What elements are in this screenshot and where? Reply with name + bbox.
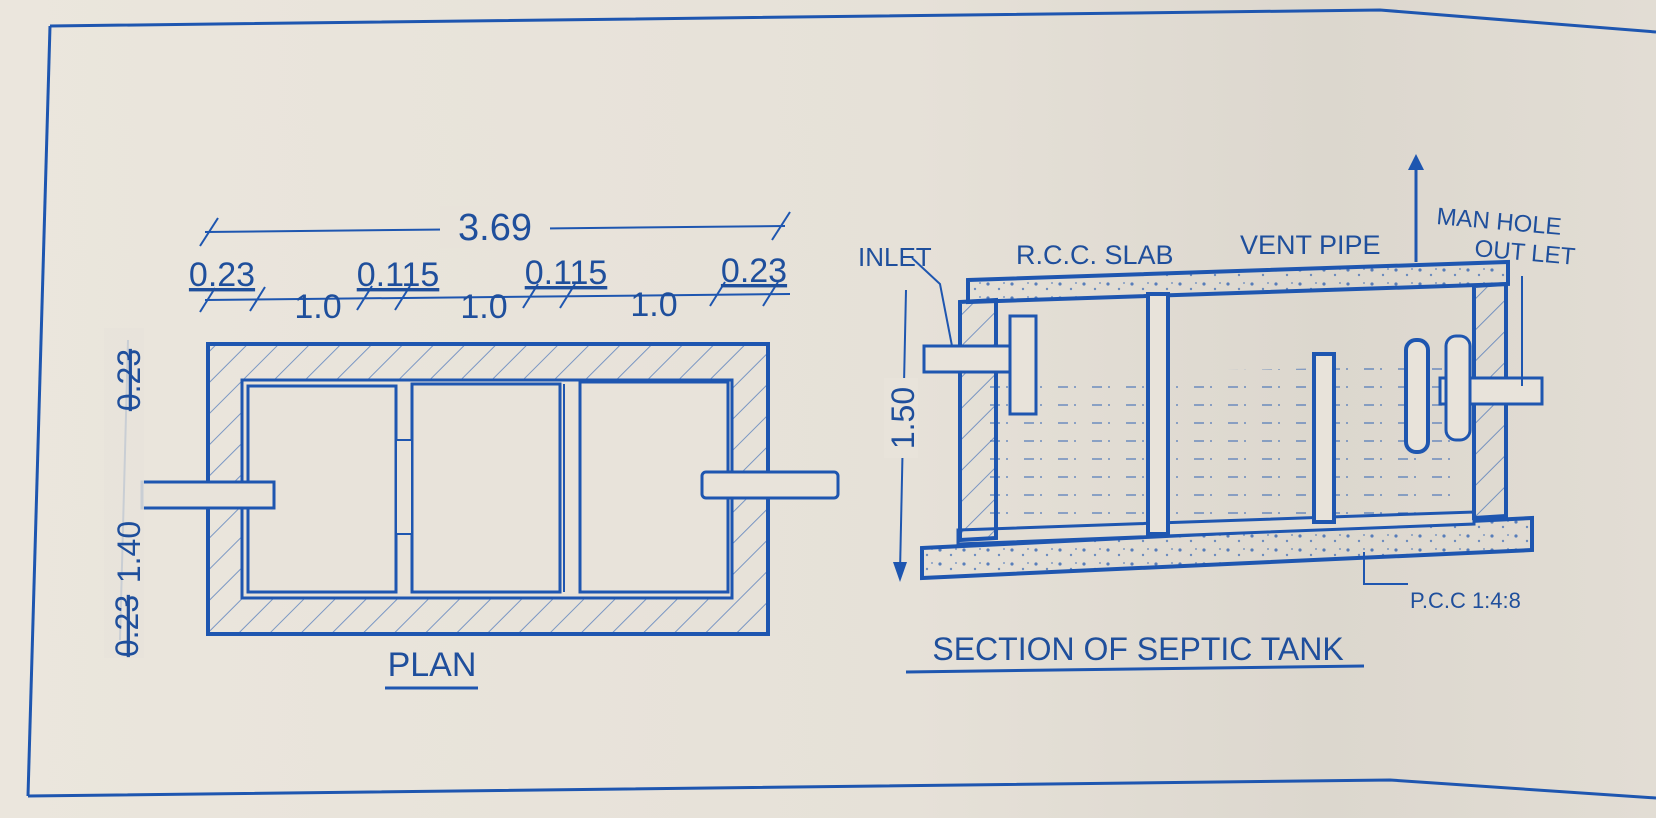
section-view: 1.50 INLET R.C.C. SLAB VENT PIPE MAN HOL… <box>858 154 1577 674</box>
plan-dim-wall-left: 0.23 <box>189 256 255 294</box>
drawing-border-left <box>26 25 52 797</box>
plan-inlet-pipe <box>140 480 276 510</box>
dim-text-bg <box>440 206 550 248</box>
plan-total-dim: 3.69 <box>458 207 532 249</box>
dim-tick <box>199 217 219 247</box>
section-title-underline <box>905 664 1365 674</box>
section-outlet-pipe <box>1438 334 1544 442</box>
plan-title: PLAN <box>388 646 477 684</box>
plan-view: 3.69 0.23 1.0 0.115 1.0 0.115 1.0 0.23 <box>104 206 840 690</box>
dim-tick <box>771 211 791 241</box>
drawing-border-bottom <box>27 778 1656 800</box>
label-man-hole: MAN HOLE <box>1435 203 1562 241</box>
section-baffle-2 <box>1312 352 1336 524</box>
plan-dim-partition-2: 0.115 <box>525 254 608 292</box>
plan-outlet-pipe <box>700 470 840 500</box>
plan-width-dim-wall-top: 0.23 <box>111 349 147 411</box>
plan-chamber-2 <box>410 382 562 594</box>
section-baffle-1 <box>1146 292 1170 536</box>
inlet-leader <box>911 257 953 347</box>
section-water <box>990 366 1462 528</box>
plan-dim-partition-1: 0.115 <box>357 256 440 294</box>
dim-text-bg <box>104 328 144 658</box>
section-height-dim: 1.50 <box>885 387 921 449</box>
segment-ticks <box>199 281 779 313</box>
plan-dim-chamber-2: 1.0 <box>460 288 507 326</box>
section-vent-pipe <box>1404 338 1430 454</box>
section-inlet-pipe <box>922 314 1038 416</box>
plan-dim-chamber-3: 1.0 <box>630 286 677 324</box>
section-manhole-arrow <box>1408 154 1424 170</box>
label-inlet: INLET <box>858 242 932 272</box>
plan-segment-dim-line <box>204 293 791 301</box>
plan-dim-wall-right: 0.23 <box>721 252 787 290</box>
pcc-leader <box>1363 552 1408 585</box>
plan-width-dim-inner: 1.40 <box>111 521 147 583</box>
label-vent-pipe: VENT PIPE <box>1240 230 1381 260</box>
drawing-border <box>49 8 1656 34</box>
dim-arrow <box>893 562 907 582</box>
section-title: SECTION OF SEPTIC TANK <box>932 631 1343 667</box>
section-left-wall <box>958 297 998 543</box>
plan-partition-opening <box>395 439 413 535</box>
label-pcc: P.C.C 1:4:8 <box>1410 588 1521 613</box>
label-rcc-slab: R.C.C. SLAB <box>1016 240 1174 270</box>
plan-dim-chamber-1: 1.0 <box>294 288 341 326</box>
dim-text-bg <box>884 378 918 458</box>
plan-width-dim-wall-bottom: 0.23 <box>109 595 145 657</box>
